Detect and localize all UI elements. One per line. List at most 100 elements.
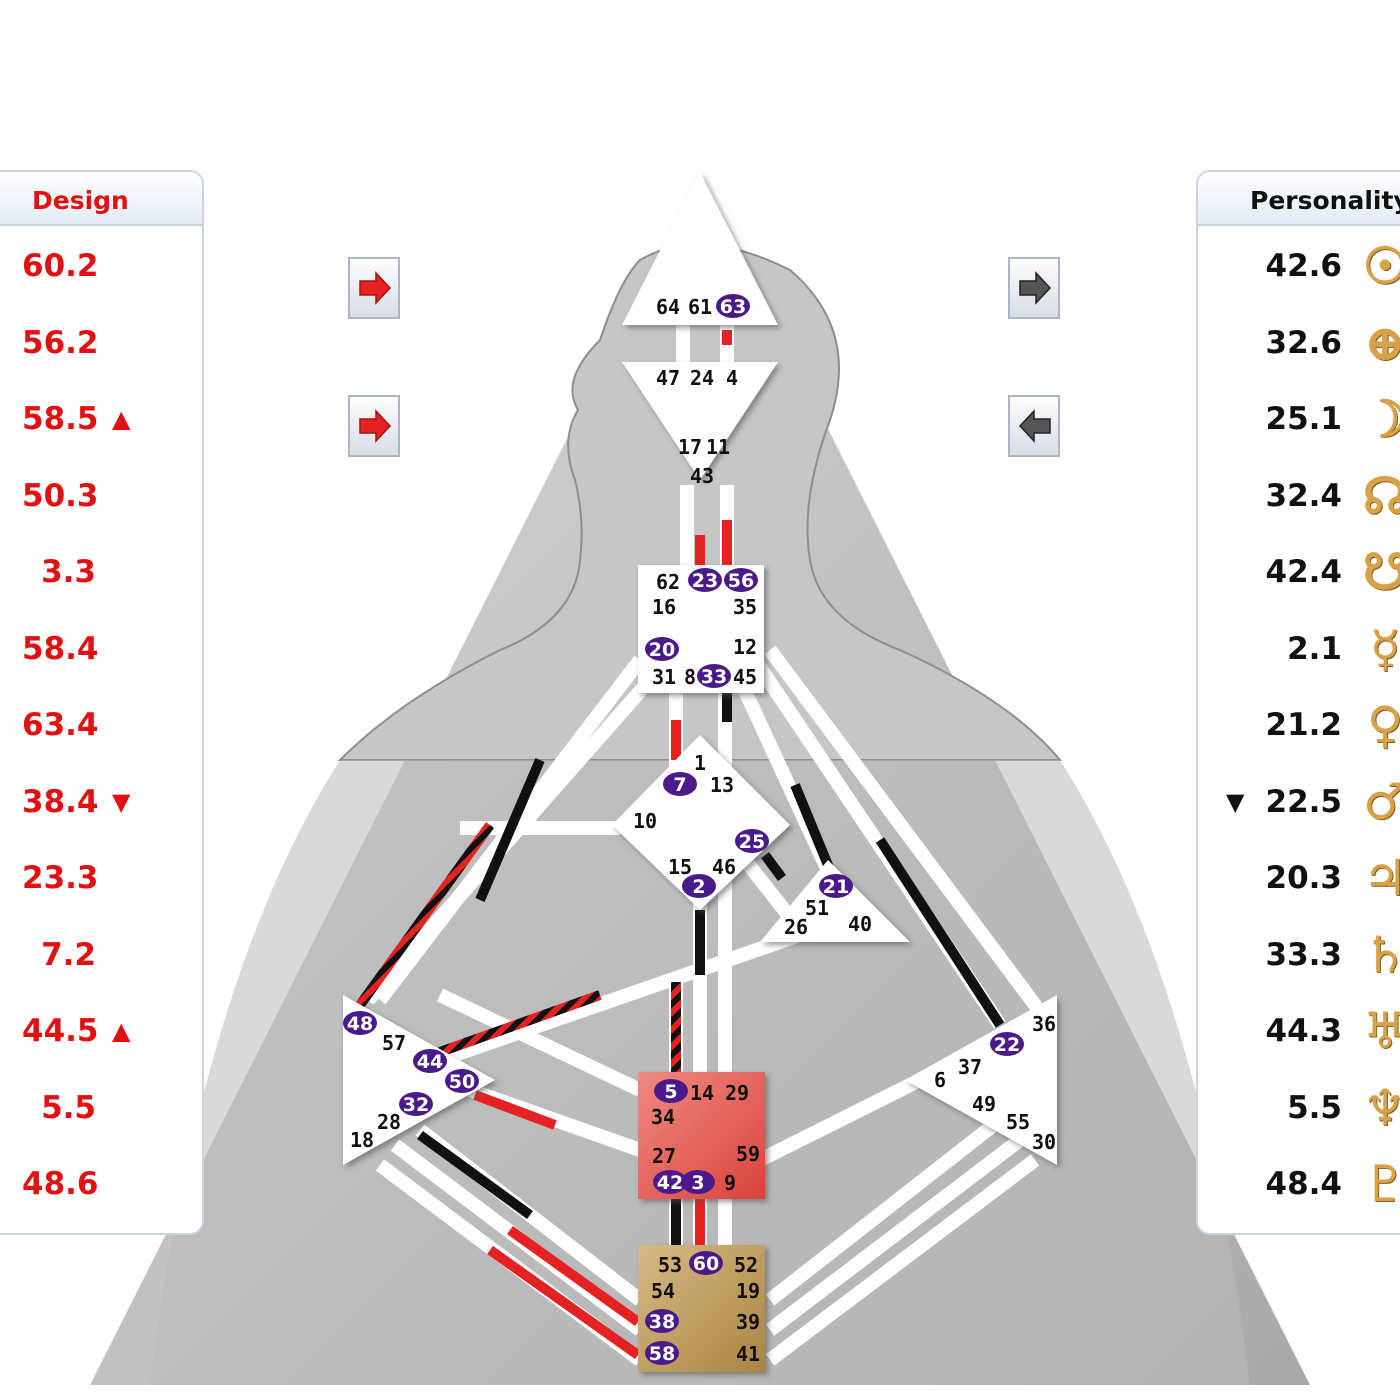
- activated-gate-marker: [689, 1251, 723, 1275]
- gate-60[interactable]: 60: [693, 1253, 719, 1275]
- gate-19[interactable]: 19: [736, 1279, 760, 1303]
- gate-53[interactable]: 53: [658, 1253, 682, 1277]
- gate-39[interactable]: 39: [736, 1310, 760, 1334]
- gate-36[interactable]: 36: [1032, 1012, 1056, 1036]
- design-row-saturn: ♄7.2: [0, 925, 202, 985]
- personality-row-north-node: ☊32.4: [1198, 466, 1400, 526]
- personality-prev-button[interactable]: [1008, 395, 1060, 457]
- gate-14[interactable]: 14: [690, 1081, 714, 1105]
- arrow-left-icon: [1018, 409, 1051, 443]
- gate-41[interactable]: 41: [736, 1342, 760, 1366]
- design-row-earth: ⊕56.2: [0, 313, 202, 373]
- saturn-icon: ♄: [0, 925, 4, 985]
- personality-value: 5.5: [1287, 1089, 1342, 1126]
- gate-46[interactable]: 46: [712, 855, 736, 879]
- exaltation-mark: ▼: [112, 787, 131, 816]
- gate-54[interactable]: 54: [651, 1279, 675, 1303]
- gate-42[interactable]: 42: [657, 1172, 683, 1194]
- gate-63[interactable]: 63: [720, 296, 746, 318]
- gate-61[interactable]: 61: [688, 295, 712, 319]
- gate-34[interactable]: 34: [651, 1105, 675, 1129]
- gate-13[interactable]: 13: [710, 773, 734, 797]
- personality-value: 32.6: [1265, 324, 1343, 361]
- gate-35[interactable]: 35: [733, 595, 757, 619]
- gate-11[interactable]: 11: [706, 435, 730, 459]
- gate-49[interactable]: 49: [972, 1092, 996, 1116]
- gate-50[interactable]: 50: [449, 1071, 475, 1093]
- sun-icon: ☉: [1362, 236, 1400, 295]
- north-node-icon: ☊: [0, 466, 4, 526]
- personality-row-moon: ☽25.1: [1198, 389, 1400, 449]
- gate-51[interactable]: 51: [805, 896, 829, 920]
- personality-row-earth: ⊕32.6: [1198, 313, 1400, 373]
- gate-26[interactable]: 26: [784, 915, 808, 939]
- exaltation-mark: ▲: [112, 405, 131, 433]
- gate-2[interactable]: 2: [692, 876, 705, 898]
- gate-31[interactable]: 31: [652, 665, 676, 689]
- gate-27[interactable]: 27: [652, 1144, 676, 1168]
- gate-18[interactable]: 18: [350, 1128, 374, 1152]
- gate-52[interactable]: 52: [734, 1253, 758, 1277]
- gate-25[interactable]: 25: [739, 831, 765, 853]
- design-next-button-top[interactable]: [348, 257, 400, 319]
- gate-45[interactable]: 45: [733, 665, 757, 689]
- channel-48-16-mixed: [355, 822, 495, 1008]
- gate-10[interactable]: 10: [633, 809, 657, 833]
- design-next-button-bottom[interactable]: [348, 395, 400, 457]
- personality-row-venus: ♀21.2: [1198, 695, 1400, 755]
- gate-12[interactable]: 12: [733, 635, 757, 659]
- gate-40[interactable]: 40: [848, 912, 872, 936]
- gate-37[interactable]: 37: [958, 1055, 982, 1079]
- gate-38[interactable]: 38: [649, 1311, 675, 1333]
- gate-1[interactable]: 1: [694, 751, 706, 775]
- gate-16[interactable]: 16: [652, 595, 676, 619]
- gate-62[interactable]: 62: [656, 570, 680, 594]
- gate-5[interactable]: 5: [664, 1081, 677, 1103]
- gate-3[interactable]: 3: [691, 1172, 704, 1194]
- gate-4[interactable]: 4: [726, 366, 738, 390]
- gate-29[interactable]: 29: [725, 1081, 749, 1105]
- moon-icon: ☽: [0, 389, 4, 449]
- gate-57[interactable]: 57: [382, 1031, 406, 1055]
- gate-43[interactable]: 43: [690, 464, 714, 488]
- personality-title: Personality: [1250, 186, 1400, 215]
- gate-23[interactable]: 23: [692, 570, 718, 592]
- personality-next-button[interactable]: [1008, 257, 1060, 319]
- gate-30[interactable]: 30: [1032, 1130, 1056, 1154]
- activated-gate-marker: [716, 294, 750, 318]
- gate-15[interactable]: 15: [668, 855, 692, 879]
- gate-17[interactable]: 17: [678, 435, 702, 459]
- gate-8[interactable]: 8: [684, 665, 696, 689]
- gate-21[interactable]: 21: [823, 876, 849, 898]
- design-value: 5.5: [41, 1089, 96, 1126]
- design-row-mars: ♂38.4▼: [0, 772, 202, 832]
- gate-32[interactable]: 32: [403, 1094, 429, 1116]
- arrow-right-icon: [359, 271, 392, 305]
- activated-gate-marker: [653, 1170, 687, 1194]
- design-value: 44.5: [22, 1013, 99, 1049]
- activated-gate-marker: [697, 664, 731, 688]
- activated-gate-marker: [445, 1069, 479, 1093]
- gate-9[interactable]: 9: [724, 1171, 736, 1195]
- personality-value: 25.1: [1265, 401, 1343, 437]
- gate-55[interactable]: 55: [1006, 1110, 1030, 1134]
- gate-20[interactable]: 20: [649, 639, 675, 661]
- gate-44[interactable]: 44: [417, 1051, 443, 1073]
- gate-33[interactable]: 33: [701, 666, 727, 688]
- design-value: 60.2: [22, 248, 99, 284]
- gate-56[interactable]: 56: [728, 570, 754, 592]
- personality-row-pluto: ♇48.4: [1198, 1154, 1400, 1214]
- design-value: 48.6: [22, 1166, 99, 1202]
- gate-59[interactable]: 59: [736, 1142, 760, 1166]
- gate-28[interactable]: 28: [377, 1110, 401, 1134]
- uranus-icon: ♅: [1362, 1001, 1400, 1060]
- gate-64[interactable]: 64: [656, 295, 680, 319]
- gate-48[interactable]: 48: [347, 1013, 373, 1035]
- gate-47[interactable]: 47: [656, 366, 680, 390]
- gate-24[interactable]: 24: [690, 366, 714, 390]
- gate-22[interactable]: 22: [994, 1034, 1020, 1056]
- gate-6[interactable]: 6: [934, 1068, 946, 1092]
- personality-row-south-node: ☋42.4: [1198, 542, 1400, 602]
- gate-58[interactable]: 58: [649, 1343, 675, 1365]
- gate-7[interactable]: 7: [673, 774, 686, 796]
